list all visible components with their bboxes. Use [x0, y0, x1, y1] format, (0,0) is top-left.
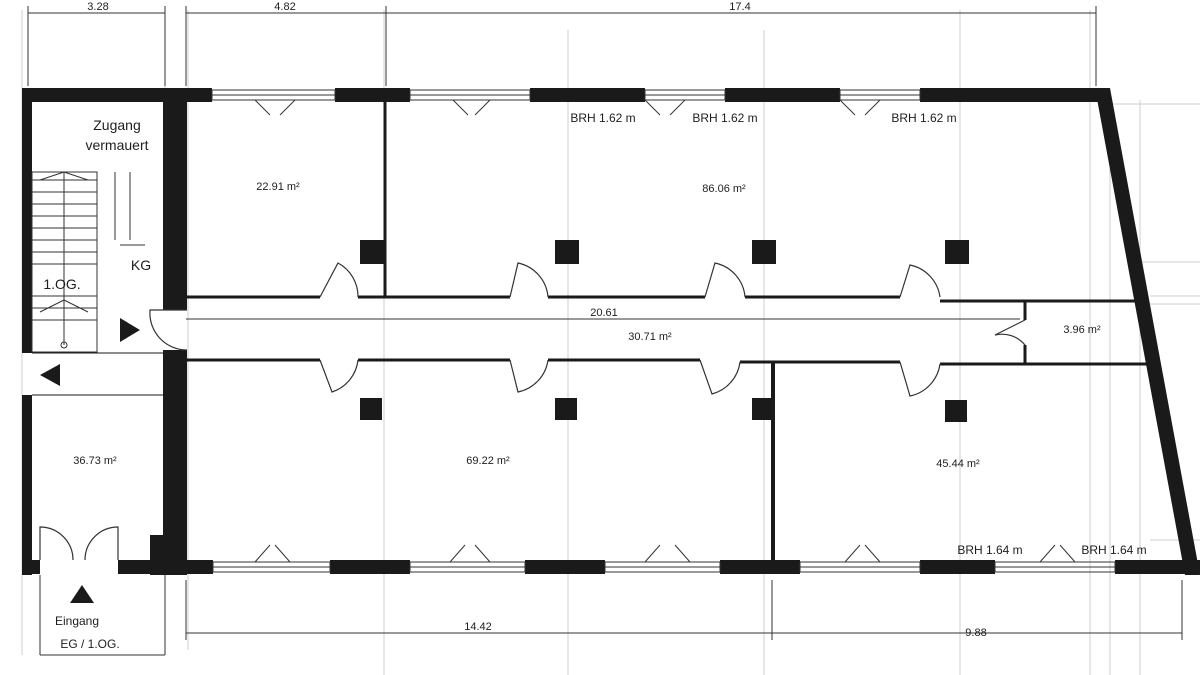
dim-top-1: 3.28: [87, 1, 108, 13]
columns: [360, 240, 969, 422]
arrow-right-icon: [120, 318, 140, 342]
brh-label: BRH 1.62 m: [570, 111, 635, 125]
staircase: [31, 171, 145, 353]
area-room-bottom-right: 45.44 m²: [936, 458, 980, 470]
zugang-label: Zugang: [93, 117, 140, 133]
brh-label: BRH 1.62 m: [891, 111, 956, 125]
dim-bottom-2: 9.88: [965, 627, 986, 639]
area-room-top-left: 22.91 m²: [256, 181, 300, 193]
zugang-label: vermauert: [85, 137, 148, 153]
brh-label: BRH 1.64 m: [1081, 543, 1146, 557]
area-room-top-big: 86.06 m²: [702, 183, 746, 195]
interior-walls: [32, 102, 1150, 560]
dimension-lines: [27, 6, 1183, 640]
entrance-label: Eingang: [55, 614, 99, 628]
entrance-label: EG / 1.OG.: [60, 637, 119, 651]
arrow-up-icon: [70, 585, 94, 603]
arrows: [40, 318, 140, 603]
area-small-room: 3.96 m²: [1063, 324, 1101, 336]
area-room-bottom-mid: 69.22 m²: [466, 455, 510, 467]
windows-top: [211, 89, 921, 116]
dim-top-2: 4.82: [274, 1, 295, 13]
area-corridor: 30.71 m²: [628, 331, 672, 343]
area-room-left: 36.73 m²: [73, 455, 117, 467]
dim-corridor: 20.61: [590, 307, 618, 319]
windows-bottom: [212, 544, 1116, 573]
floor-label: 1.OG.: [43, 276, 80, 292]
brh-label: BRH 1.64 m: [957, 543, 1022, 557]
walls: [22, 88, 1200, 575]
dim-top-3: 17.4: [729, 1, 750, 13]
brh-label: BRH 1.62 m: [692, 111, 757, 125]
dim-bottom-1: 14.42: [464, 621, 492, 633]
kg-label: KG: [131, 257, 151, 273]
door-swings: [39, 262, 1026, 561]
entrance-box: [39, 575, 166, 656]
arrow-left-icon: [40, 364, 60, 386]
